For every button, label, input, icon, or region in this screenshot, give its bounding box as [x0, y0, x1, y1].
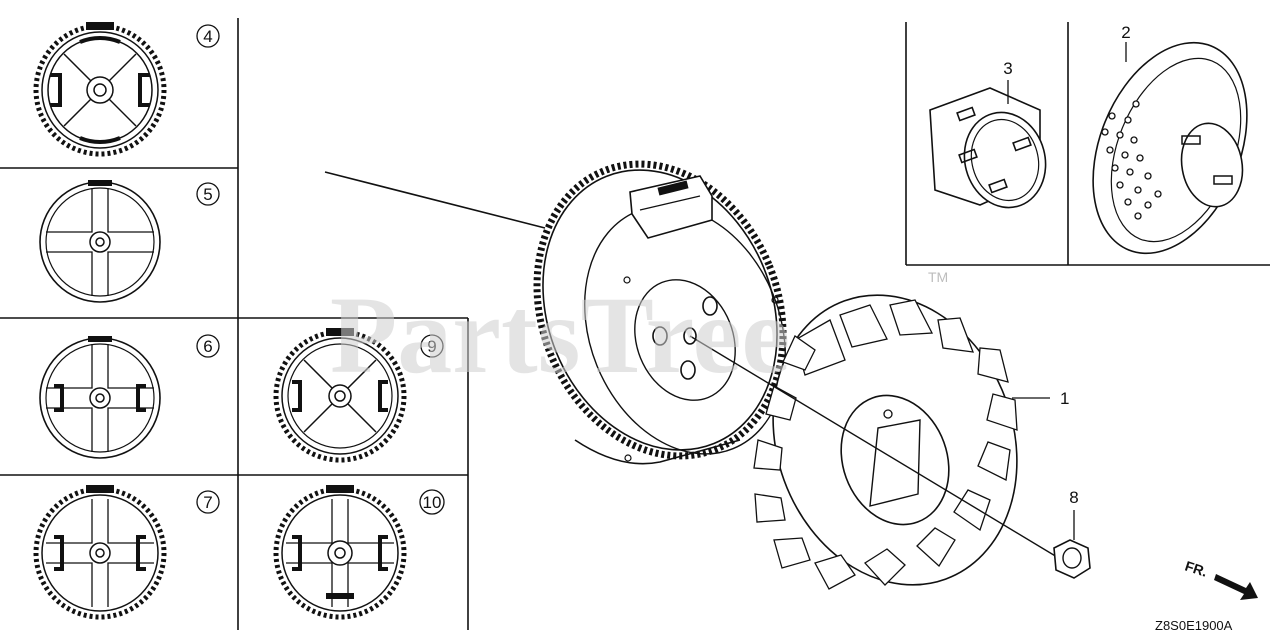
svg-text:PartsTree: PartsTree: [330, 274, 790, 396]
variant-5-label: 5: [196, 182, 220, 206]
variant-leader-line: [324, 171, 546, 229]
callout-3: 3: [1003, 59, 1012, 78]
variant-5-flywheel: [39, 180, 161, 303]
callout-2: 2: [1121, 23, 1130, 42]
inset-frame: [905, 22, 1270, 266]
svg-text:4: 4: [203, 27, 212, 46]
cooling-fan: [753, 294, 1018, 590]
svg-text:2: 2: [1121, 23, 1130, 42]
variant-4-flywheel: [33, 22, 167, 157]
main-flywheel: [533, 160, 787, 465]
svg-text:10: 10: [423, 493, 442, 512]
shaft-axis-line: [689, 335, 1063, 561]
callout-1: 1: [1012, 389, 1069, 408]
variant-7-flywheel: [33, 485, 167, 620]
diagram-code: Z8S0E1900A: [1155, 618, 1233, 633]
variant-4-label: 4: [196, 24, 220, 48]
flywheel-nut: [1053, 510, 1091, 579]
variant-9-flywheel: [273, 328, 407, 463]
watermark: PartsTree TM: [330, 269, 948, 396]
svg-text:6: 6: [203, 337, 212, 356]
variant-6-label: 6: [196, 334, 220, 358]
svg-text:1: 1: [1060, 389, 1069, 408]
variant-10-label: 10: [419, 489, 445, 515]
variant-6-flywheel: [39, 336, 161, 459]
svg-text:FR.: FR.: [1183, 558, 1209, 580]
front-indicator: FR.: [1183, 558, 1258, 600]
variant-grid: [0, 18, 469, 630]
svg-text:8: 8: [1069, 488, 1078, 507]
svg-text:9: 9: [427, 337, 436, 356]
rotating-screen: [1092, 41, 1248, 255]
variant-10-flywheel: [273, 485, 407, 620]
svg-text:5: 5: [203, 185, 212, 204]
svg-text:7: 7: [203, 493, 212, 512]
starter-pulley: [929, 80, 1047, 209]
variant-9-label: 9: [420, 334, 444, 358]
svg-text:3: 3: [1003, 59, 1012, 78]
variant-7-label: 7: [196, 490, 220, 514]
svg-text:TM: TM: [928, 269, 948, 285]
callout-8: 8: [1069, 488, 1078, 507]
